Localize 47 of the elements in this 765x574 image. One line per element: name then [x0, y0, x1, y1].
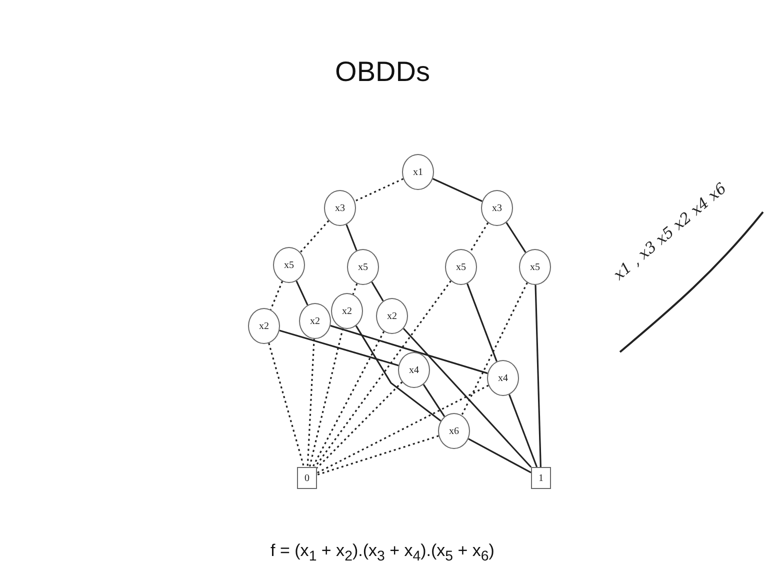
handwritten-note: x1 , x3 x5 x2 x4 x6 [610, 179, 730, 284]
dashed-edge [352, 283, 358, 295]
variable-node: x4 [398, 352, 430, 388]
dashed-edge [268, 342, 305, 468]
variable-node: x4 [487, 360, 519, 396]
solid-edge [506, 222, 526, 253]
variable-node: x2 [331, 293, 363, 329]
solid-edge [508, 394, 538, 468]
dashed-edge [316, 384, 489, 474]
solid-edge [466, 283, 498, 362]
variable-node: x1 [402, 154, 434, 190]
solid-edge [346, 224, 358, 251]
solid-edge [422, 384, 446, 417]
variable-node: x5 [347, 249, 379, 285]
solid-edge [371, 282, 384, 302]
dashed-edge [300, 220, 330, 253]
dashed-edge [308, 328, 344, 468]
dashed-edge [461, 282, 528, 416]
formula-caption: f = (x$_{1}$ + x$_{2}$).(x$_{3}$ + x$_{4}$).(x$_{5}$ + x$_{6}$) [270, 541, 494, 564]
solid-edge [468, 438, 532, 474]
solid-edge [279, 330, 399, 366]
variable-node: x5 [519, 249, 551, 285]
dashed-edge [306, 338, 315, 468]
variable-node: x3 [324, 190, 356, 226]
dashed-edge [316, 381, 403, 468]
variable-node: x2 [248, 308, 280, 344]
variable-node: x3 [481, 190, 513, 226]
dashed-edge [354, 178, 404, 202]
solid-edge [330, 324, 488, 374]
dashed-edge [316, 435, 439, 476]
dashed-edge [312, 331, 385, 468]
dashed-edge [270, 281, 284, 310]
variable-node: x5 [273, 247, 305, 283]
variable-node: x5 [445, 249, 477, 285]
solid-edge [534, 284, 542, 468]
solid-edge [432, 178, 482, 202]
solid-edge [296, 280, 308, 306]
solid-edge [355, 325, 442, 422]
terminal-box: 1 [531, 467, 551, 489]
variable-node: x2 [376, 298, 408, 334]
title: OBDDs [335, 56, 430, 88]
variable-node: x2 [299, 303, 331, 339]
dashed-edge [469, 222, 489, 253]
solid-edge [402, 328, 532, 468]
terminal-box: 0 [297, 467, 317, 489]
variable-node: x6 [438, 413, 470, 449]
dashed-edge [314, 280, 452, 468]
